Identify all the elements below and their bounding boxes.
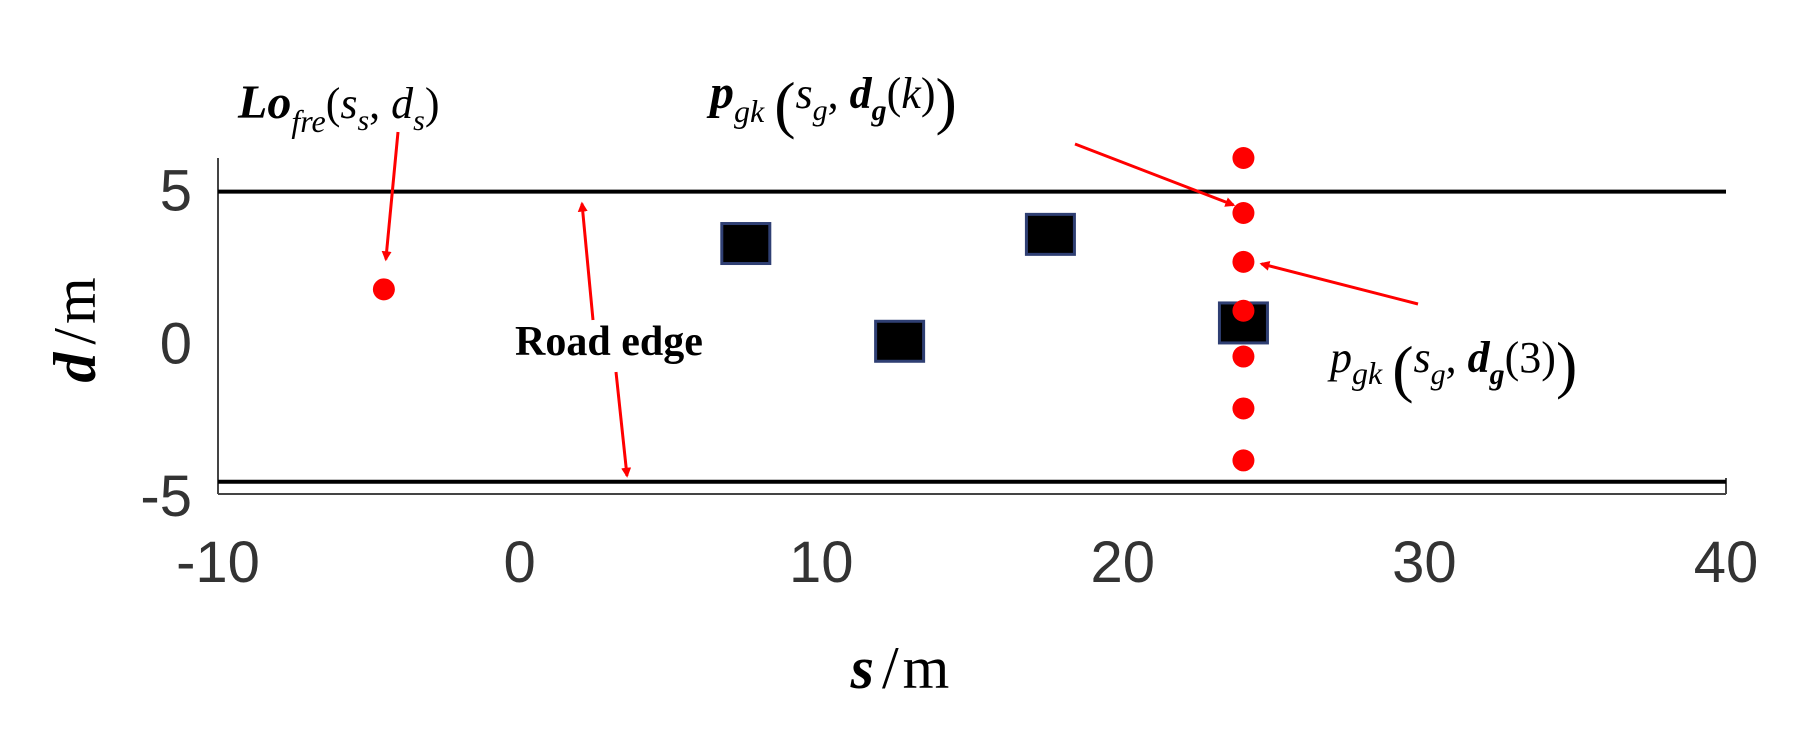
obstacle-square <box>720 222 772 266</box>
goal-point <box>1232 250 1255 273</box>
y-tick-label: 5 <box>160 159 192 224</box>
annotation-arrow <box>1074 142 1236 207</box>
road-edge-label: Road edge <box>515 319 703 365</box>
obstacle-square <box>1024 212 1076 256</box>
goal-k-annotation: pgk(sg, dg(k)) <box>706 65 957 140</box>
annotation-arrows <box>381 131 1419 478</box>
goal-point <box>1232 147 1255 169</box>
annotation-arrow <box>577 201 595 321</box>
start-annotation: Lofre(ss, ds) <box>237 76 440 139</box>
x-tick-label: 0 <box>503 530 535 595</box>
x-tick-label: 10 <box>789 530 854 595</box>
axes <box>217 158 1727 495</box>
goal-point <box>1232 345 1255 368</box>
annotation-arrow <box>381 131 400 262</box>
goal-point <box>1232 299 1255 322</box>
y-tick-label: -5 <box>140 464 192 529</box>
goal-3-annotation: pgk(sg, dg(3)) <box>1327 329 1577 404</box>
start-point <box>372 278 395 301</box>
x-tick-label: 20 <box>1091 530 1156 595</box>
y-tick-label: 0 <box>160 311 192 376</box>
goal-point <box>1232 397 1255 420</box>
obstacle-square <box>874 319 926 363</box>
y-axis-label: d/m <box>42 277 108 382</box>
x-tick-label: 30 <box>1392 530 1457 595</box>
road-edges <box>218 189 1726 484</box>
points <box>372 147 1255 472</box>
obstacles <box>720 212 1269 363</box>
annotation-arrow <box>1259 260 1419 306</box>
x-tick-label: 40 <box>1694 530 1759 595</box>
x-tick-label: -10 <box>176 530 260 595</box>
x-axis-label: s/m <box>850 635 950 701</box>
goal-point <box>1232 449 1255 472</box>
annotation-arrow <box>614 371 632 478</box>
goal-point <box>1232 201 1255 224</box>
